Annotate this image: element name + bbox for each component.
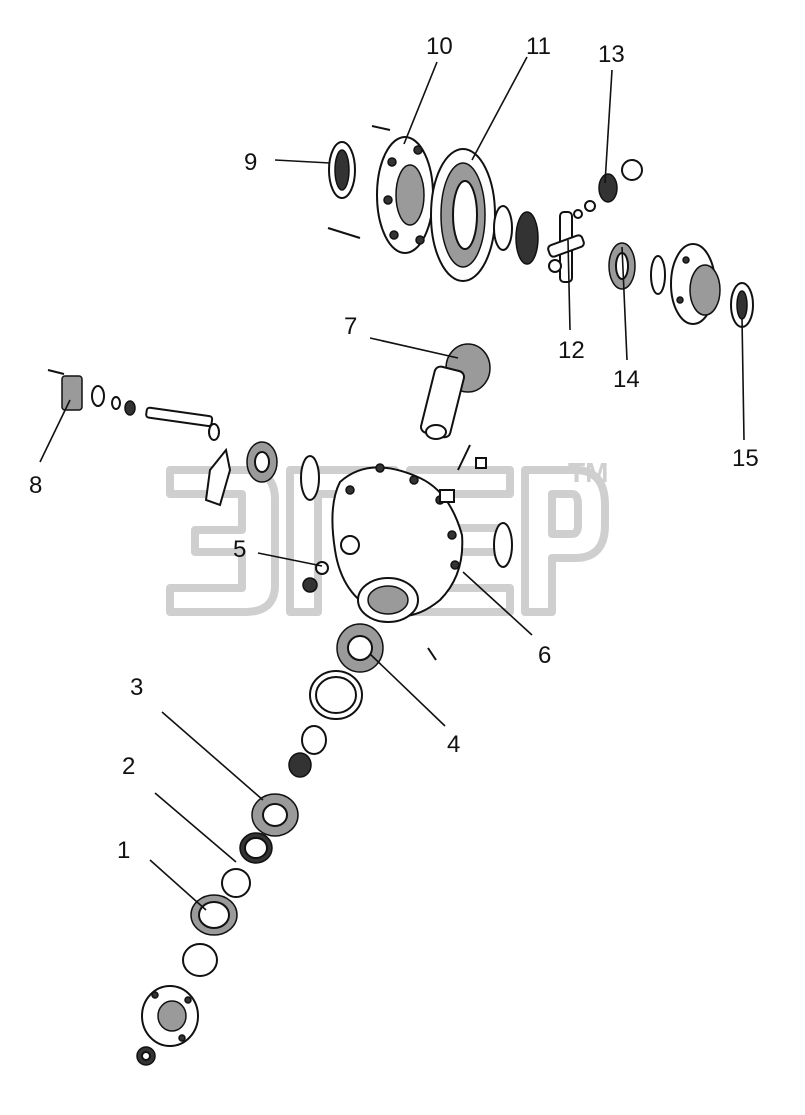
callout-12: 12 [558, 337, 585, 364]
bearing-mid [246, 441, 320, 501]
callout-10: 10 [426, 33, 453, 60]
interaxle-lock-assembly-8 [47, 369, 220, 441]
leader-10 [403, 61, 438, 145]
callout-13: 13 [598, 41, 625, 68]
ring-2 [239, 832, 273, 864]
shift-fork [204, 447, 232, 507]
leader-11 [471, 56, 528, 161]
callout-9: 9 [244, 149, 257, 176]
callout-4: 4 [447, 731, 460, 758]
leader-3 [161, 711, 264, 801]
small-bolt [427, 647, 437, 661]
bearing-4 [336, 623, 384, 673]
watermark-letter-4 [521, 466, 609, 616]
leader-13 [604, 69, 613, 184]
diff-case-half-10 [376, 136, 434, 254]
callout-labels: 1 2 3 4 5 6 7 8 9 10 11 12 13 14 15 [29, 33, 759, 864]
parts [47, 125, 754, 1066]
leader-12 [567, 239, 571, 331]
bearing-14 [608, 242, 666, 295]
callout-5: 5 [233, 536, 246, 563]
spacer-rings-small [288, 725, 327, 778]
pinion-gears-13 [573, 159, 643, 219]
ring-lower [182, 943, 218, 977]
drive-pinion-7 [420, 343, 491, 440]
spacer-ring-large [309, 670, 363, 720]
callout-6: 6 [538, 642, 551, 669]
leader-5 [257, 552, 323, 567]
callout-8: 8 [29, 472, 42, 499]
ring-gear-11 [430, 148, 496, 282]
leader-8 [39, 399, 71, 463]
callout-3: 3 [130, 674, 143, 701]
bearing-cup-1 [190, 894, 238, 936]
callout-1: 1 [117, 837, 130, 864]
leader-lines [39, 56, 745, 911]
leader-4 [369, 653, 446, 727]
ring-small [221, 868, 251, 898]
bearing-3 [251, 793, 299, 837]
callout-11: 11 [526, 33, 551, 60]
seal-ring-15 [730, 282, 754, 328]
flange-nut [136, 1046, 156, 1066]
side-gears [493, 205, 539, 265]
spider-12 [547, 211, 585, 283]
watermark-trademark: TM [568, 457, 608, 488]
leader-15 [741, 317, 745, 441]
seal-right-housing [493, 522, 513, 568]
housing-studs [439, 444, 487, 503]
seal-ring-9 [328, 141, 356, 199]
leader-6 [462, 571, 533, 636]
flange [141, 985, 199, 1047]
leader-7 [369, 337, 459, 359]
callout-15: 15 [732, 445, 759, 472]
diff-case-half-right [670, 243, 721, 325]
callout-7: 7 [344, 313, 357, 340]
leader-2 [154, 792, 237, 863]
leader-1 [149, 859, 207, 911]
callout-14: 14 [613, 366, 640, 393]
leader-9 [274, 159, 331, 164]
bolt-top [327, 125, 391, 239]
leader-14 [621, 246, 628, 361]
axle-housing-6 [331, 463, 464, 623]
callout-2: 2 [122, 753, 135, 780]
